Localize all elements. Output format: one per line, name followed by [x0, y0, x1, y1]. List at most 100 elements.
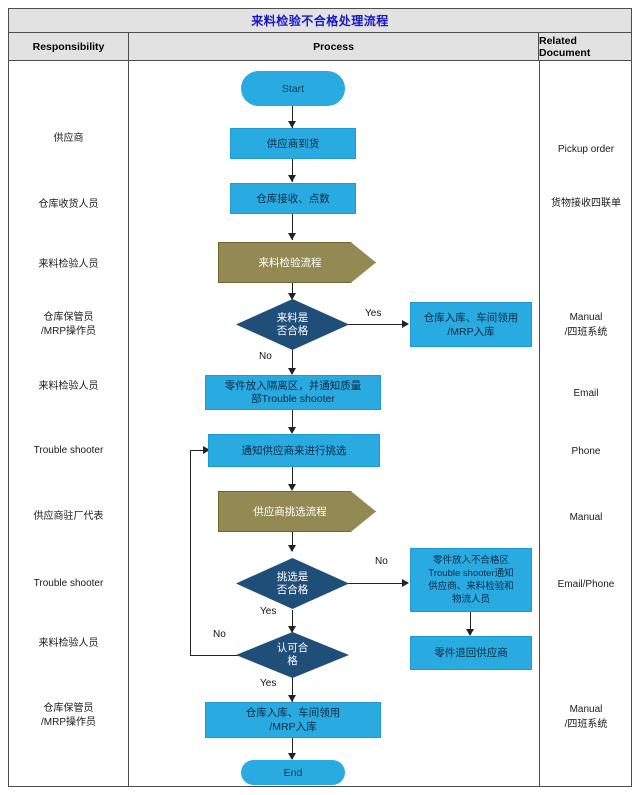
responsibility-trouble-shooter-1: Trouble shooter [33, 445, 104, 456]
edge-label-approve-yes: Yes [260, 678, 277, 689]
node-warehouse-receive[interactable]: 仓库接收、点数 [230, 183, 356, 214]
edge-label-sort-no: No [375, 556, 388, 567]
responsibility-warehouse-keeper-1-line2: /MRP操作员 [41, 326, 96, 337]
node-stock-in-yes-branch[interactable]: 仓库入库、车间领用 /MRP入库 [410, 302, 532, 347]
document-email-1: Email [573, 388, 599, 399]
connector-approve-no-return [190, 450, 208, 451]
column-header-process: Process [128, 33, 539, 61]
node-stock-in-final[interactable]: 仓库入库、车间领用 /MRP入库 [205, 702, 381, 738]
connector-quarantine-to-notify [292, 410, 293, 432]
node-decision-material-text: 来料是 否合格 [277, 312, 309, 338]
arrowhead-notify [288, 427, 296, 434]
arrowhead-end [288, 753, 296, 760]
arrowhead-sorting [288, 484, 296, 491]
connector-start-to-delivery [292, 105, 293, 128]
node-stock-in-final-line2: /MRP入库 [269, 721, 317, 733]
node-decision-material-qualified[interactable]: 来料是 否合格 [236, 299, 349, 350]
document-manual-1: Manual [569, 512, 603, 523]
arrowhead-decision1 [288, 293, 296, 300]
node-decision-material-line1: 来料是 [276, 311, 309, 324]
node-end-label: End [283, 766, 303, 779]
responsibility-warehouse-keeper-1: 仓库保管员 /MRP操作员 [9, 311, 128, 339]
node-start-label: Start [281, 82, 305, 95]
node-decision-approval-text: 认可合 格 [277, 642, 309, 668]
column-header-row: Responsibility Process Related Document [9, 33, 631, 61]
edge-label-material-yes: Yes [365, 308, 382, 319]
arrowhead-decision3 [288, 626, 296, 633]
node-decision-sorting-qualified[interactable]: 挑选是 否合格 [236, 558, 349, 609]
node-incoming-inspection-flow[interactable]: 来料检验流程 [218, 242, 376, 283]
node-notify-supplier-sorting-label: 通知供应商来进行挑选 [241, 444, 347, 457]
document-goods-receipt-form: 货物接收四联单 [551, 198, 621, 209]
connector-delivery-to-receive [292, 158, 293, 182]
column-header-responsibility: Responsibility [32, 41, 105, 53]
node-decision-approval-qualified[interactable]: 认可合 格 [236, 632, 349, 678]
document-manual-siban-1: Manual /四班系统 [540, 310, 632, 340]
document-manual-siban-2: Manual /四班系统 [540, 702, 632, 732]
node-supplier-delivery[interactable]: 供应商到货 [230, 128, 356, 159]
node-reject-area-notify[interactable]: 零件放入不合格区 Trouble shooter通知 供应商、来料检验和 物流人… [410, 548, 532, 612]
page-title: 来料检验不合格处理流程 [251, 14, 389, 28]
arrowhead-return-supplier [466, 629, 474, 636]
connector-inspection-to-decision1 [292, 283, 293, 299]
node-quarantine-area-line1: 零件放入隔离区，并通知质量 [224, 379, 362, 392]
arrowhead-quarantine [288, 368, 296, 375]
node-stock-in-final-line1: 仓库入库、车间领用 [245, 707, 341, 719]
responsibility-warehouse-keeper-2-line1: 仓库保管员 [43, 703, 94, 714]
document-manual-siban-1-line2: /四班系统 [564, 327, 608, 338]
diagram-title-bar: 来料检验不合格处理流程 [9, 9, 631, 33]
node-stock-in-yes-line1: 仓库入库、车间领用 [423, 311, 519, 324]
column-divider-left [128, 61, 129, 787]
node-decision-sorting-text: 挑选是 否合格 [277, 571, 309, 597]
arrowhead-stock-in-1 [402, 320, 409, 328]
node-reject-area-line2: Trouble shooter通知 [428, 568, 514, 579]
node-decision-material-line2: 否合格 [276, 324, 309, 337]
node-reject-area-line4: 物流人员 [451, 594, 490, 605]
node-supplier-sorting-flow[interactable]: 供应商挑选流程 [218, 491, 376, 532]
node-stock-in-yes-line2: /MRP入库 [447, 325, 495, 338]
node-return-to-supplier-label: 零件退回供应商 [434, 647, 508, 659]
document-phone: Phone [571, 446, 601, 457]
node-decision-approval-line2: 格 [287, 655, 298, 667]
node-notify-supplier-sorting[interactable]: 通知供应商来进行挑选 [208, 434, 380, 467]
responsibility-incoming-inspector-3: 来料检验人员 [38, 638, 99, 649]
responsibility-supplier-rep: 供应商驻厂代表 [33, 511, 104, 522]
node-supplier-delivery-label: 供应商到货 [266, 137, 320, 150]
responsibility-warehouse-keeper-1-line1: 仓库保管员 [43, 312, 94, 323]
arrowhead-reject-area [402, 579, 409, 587]
responsibility-incoming-inspector-2: 来料检验人员 [38, 381, 99, 392]
connector-decision1-no [292, 350, 293, 374]
node-reject-area-line1: 零件放入不合格区 [432, 555, 509, 566]
connector-approve-no-vertical [190, 450, 191, 656]
node-start[interactable]: Start [241, 71, 345, 106]
responsibility-warehouse-keeper-2-line2: /MRP操作员 [41, 717, 96, 728]
responsibility-warehouse-keeper-2: 仓库保管员 /MRP操作员 [9, 702, 128, 730]
node-incoming-inspection-flow-label: 来料检验流程 [258, 256, 322, 269]
document-email-phone: Email/Phone [557, 579, 615, 590]
connector-notify-to-sorting [292, 467, 293, 489]
column-divider-right [539, 61, 540, 787]
responsibility-warehouse-receiver: 仓库收货人员 [38, 199, 99, 210]
connector-decision3-yes [292, 677, 293, 702]
column-header-related-document: Related Document [539, 35, 591, 59]
arrowhead-receive [288, 175, 296, 182]
node-quarantine-area[interactable]: 零件放入隔离区，并通知质量 部Trouble shooter [205, 375, 381, 410]
arrowhead-loop-to-notify [203, 446, 210, 454]
connector-approve-no-horizontal [190, 655, 240, 656]
arrowhead-delivery [288, 121, 296, 128]
document-pickup-order: Pickup order [557, 144, 615, 155]
node-decision-approval-line1: 认可合 [276, 642, 309, 654]
node-end[interactable]: End [241, 760, 345, 785]
connector-sorting-to-decision2 [292, 532, 293, 551]
connector-decision1-yes [348, 324, 405, 325]
arrowhead-inspection [288, 233, 296, 240]
table-frame [8, 8, 632, 787]
node-supplier-sorting-flow-label: 供应商挑选流程 [253, 505, 327, 518]
edge-label-sort-yes: Yes [260, 606, 277, 617]
arrowhead-decision2 [288, 545, 296, 552]
node-return-to-supplier[interactable]: 零件退回供应商 [410, 636, 532, 670]
responsibility-trouble-shooter-2: Trouble shooter [33, 578, 104, 589]
document-manual-siban-1-line1: Manual [569, 312, 603, 323]
connector-receive-to-inspection [292, 214, 293, 240]
